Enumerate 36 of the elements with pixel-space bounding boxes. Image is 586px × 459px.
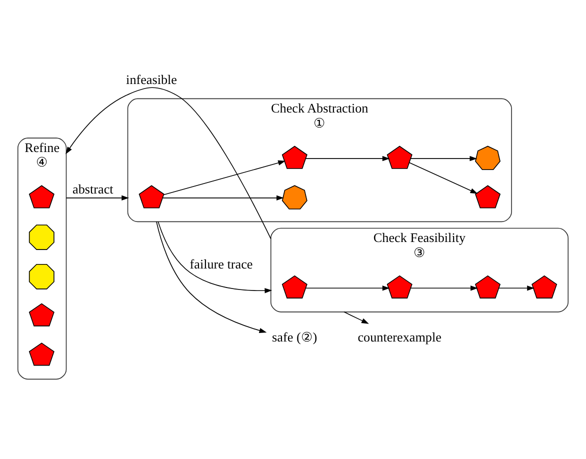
arrow: [156, 221, 267, 334]
arrow: [410, 286, 478, 291]
arrow: [344, 312, 369, 324]
node-pentagon: [28, 303, 54, 326]
cluster: Check Feasibility ③: [270, 228, 569, 312]
arrow: [66, 87, 272, 240]
node-octagon: [28, 264, 54, 290]
node-text: counterexample: [358, 329, 442, 344]
arrow: [408, 162, 478, 194]
node-pentagon: [532, 275, 558, 298]
arrow: [305, 286, 390, 291]
node-pentagon: [282, 146, 308, 169]
edge-label: infeasible: [126, 72, 178, 87]
node-pentagon: [386, 146, 412, 169]
node-heptagon: [475, 146, 501, 170]
node-pentagon: [138, 185, 164, 208]
arrow: [158, 221, 272, 294]
node-pentagon: [28, 342, 54, 366]
node-text: safe (②): [272, 329, 318, 344]
node-pentagon: [28, 185, 54, 208]
node-pentagon: [474, 275, 501, 298]
arrow: [410, 156, 478, 162]
node-heptagon: [282, 185, 308, 210]
arrow: [498, 286, 534, 291]
edge-label: failure trace: [190, 256, 253, 272]
node-pentagon: [386, 275, 412, 298]
node-pentagon: [474, 185, 501, 208]
arrow: [66, 195, 129, 201]
node-octagon: [28, 224, 54, 250]
cluster: Check Abstraction ①: [127, 98, 512, 222]
edge-label: abstract: [72, 182, 114, 197]
arrow: [163, 160, 286, 196]
node-pentagon: [282, 275, 308, 298]
cluster: Refine ④: [17, 138, 67, 380]
arrow: [162, 195, 284, 201]
arrow: [305, 156, 390, 162]
